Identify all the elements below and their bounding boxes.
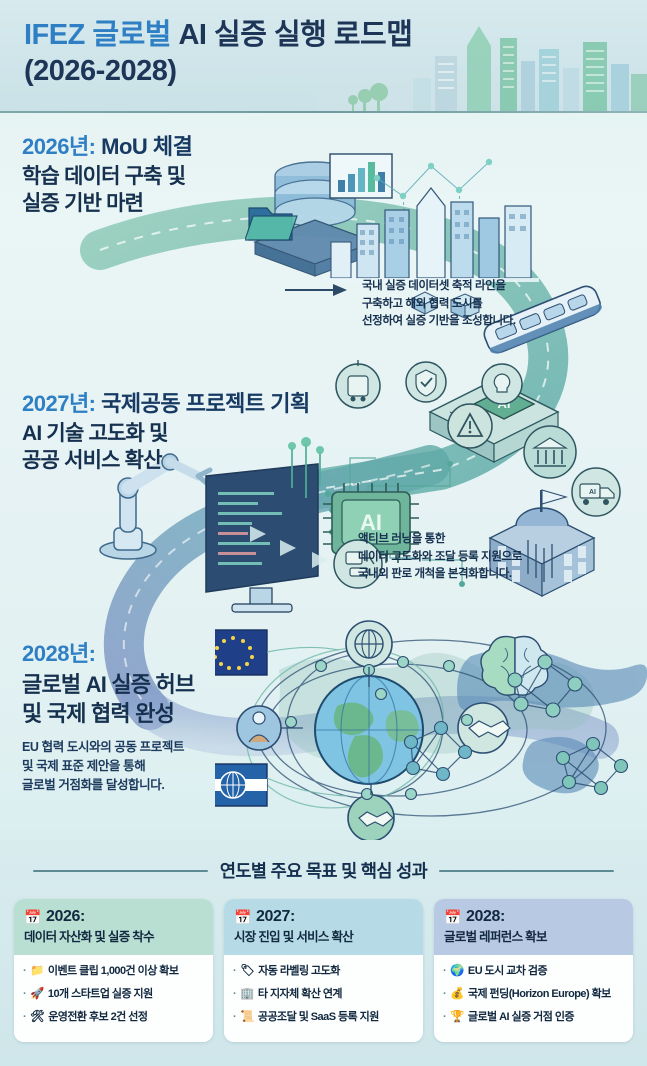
bullet-text: 국제 펀딩(Horizon Europe) 확보 <box>467 988 611 1000</box>
section-2026-year: 2026년: MoU 체결 <box>22 134 193 159</box>
card-2026-year: 2026: <box>46 908 85 925</box>
title-prefix: IFEZ 글로벌 <box>24 19 179 51</box>
bullet-dot: · <box>23 988 27 1000</box>
bullet-text: 이벤트 클립 1,000건 이상 확보 <box>47 965 179 977</box>
section-2028-subtext: EU 협력 도시와의 공동 프로젝트 및 국제 표준 제안을 통해 글로벌 거점… <box>22 740 185 792</box>
list-item: · 📁 이벤트 클립 1,000건 이상 확보 <box>23 963 205 979</box>
section-2028-year: 2028년: <box>22 641 96 666</box>
bullet-text: 글로벌 AI 실증 거점 인증 <box>467 1011 575 1023</box>
card-2026-year-row: 📅 2026: <box>24 907 203 927</box>
card-2028-year: 2028: <box>466 908 505 925</box>
svg-text:AI: AI <box>498 396 511 411</box>
card-2027-year-row: 📅 2027: <box>234 907 413 927</box>
card-2027-body: · 🏷 자동 라벨링 고도화 · 🏢 타 지자체 확산 연계 · 📜 공공조달 … <box>224 955 423 1042</box>
bullet-text: 운영전환 후보 2건 선정 <box>48 1011 148 1023</box>
bullet-dot: · <box>443 1011 447 1023</box>
rule-right <box>439 869 615 872</box>
card-2027-header: 📅 2027: 시장 진입 및 서비스 확산 <box>224 899 423 955</box>
section-2026-headline: 학습 데이터 구축 및 실증 기반 마련 <box>22 165 186 215</box>
bullet-dot: · <box>233 988 237 1000</box>
card-2027-year: 2027: <box>256 908 295 925</box>
summary-panel: 연도별 주요 목표 및 핵심 성과 📅 2026: 데이터 자산화 및 실증 착… <box>0 840 647 1066</box>
list-item: · 🏢 타 지자체 확산 연계 <box>233 986 415 1002</box>
section-2028-headline: 글로벌 AI 실증 허브 및 국제 협력 완성 <box>22 672 195 726</box>
bullet-dot: · <box>443 965 447 977</box>
card-2028-body: · 🌍 EU 도시 교차 검증 · 💰 국제 펀딩(Horizon Europe… <box>434 955 633 1042</box>
bullet-dot: · <box>23 965 27 977</box>
globe-network-world-map-icon <box>215 620 647 842</box>
section-2027-year: 2027년: 국제공동 프로젝트 기획 <box>22 391 310 416</box>
section-2027-callout: 액티브 러닝을 통한 데이터 고도화와 조달 등록 지원으로 국내외 판로 개척… <box>358 533 522 580</box>
card-2026-subtitle: 데이터 자산화 및 실증 착수 <box>24 930 155 944</box>
trophy-icon: 🏆 <box>450 1011 464 1023</box>
bullet-text: 타 지자체 확산 연계 <box>257 988 343 1000</box>
list-item: · 🏆 글로벌 AI 실증 거점 인증 <box>443 1009 625 1025</box>
list-item: · 💰 국제 펀딩(Horizon Europe) 확보 <box>443 986 625 1002</box>
bullet-dot: · <box>23 1011 27 1023</box>
list-item: · 🌍 EU 도시 교차 검증 <box>443 963 625 979</box>
summary-cards: 📅 2026: 데이터 자산화 및 실증 착수 · 📁 이벤트 클립 1,000… <box>0 883 647 1042</box>
office-building-icon: 🏢 <box>240 988 254 1000</box>
card-2026[interactable]: 📅 2026: 데이터 자산화 및 실증 착수 · 📁 이벤트 클립 1,000… <box>14 899 213 1042</box>
calendar-icon: 📅 <box>24 909 42 925</box>
bullet-text: 10개 스타트업 실증 지원 <box>47 988 153 1000</box>
calendar-icon: 📅 <box>444 909 462 925</box>
bullet-dot: · <box>443 988 447 1000</box>
database-city-train-icon <box>245 153 603 354</box>
card-2026-header: 📅 2026: 데이터 자산화 및 실증 착수 <box>14 899 213 955</box>
money-bag-icon: 💰 <box>450 988 464 1000</box>
section-2028: 2028년: 글로벌 AI 실증 허브 및 국제 협력 완성 EU 협력 도시와… <box>22 640 195 795</box>
title-mid: AI 실증 실행 로드맵 <box>178 19 413 51</box>
card-2028-year-row: 📅 2028: <box>444 907 623 927</box>
page-title: IFEZ 글로벌 AI 실증 실행 로드맵 (2026-2028) <box>24 17 413 89</box>
bullet-text: EU 도시 교차 검증 <box>467 965 548 977</box>
svg-text:AI: AI <box>589 489 596 496</box>
section-2026: 2026년: MoU 체결 학습 데이터 구축 및 실증 기반 마련 <box>22 133 193 217</box>
card-2026-body: · 📁 이벤트 클립 1,000건 이상 확보 · 🚀 10개 스타트업 실증 … <box>14 955 213 1042</box>
city-skyline-icon <box>317 26 647 111</box>
list-item: · 🛠 운영전환 후보 2건 선정 <box>23 1009 205 1025</box>
calendar-icon: 📅 <box>234 909 252 925</box>
list-item: · 🏷 자동 라벨링 고도화 <box>233 963 415 979</box>
card-2028-header: 📅 2028: 글로벌 레퍼런스 확보 <box>434 899 633 955</box>
section-2027: 2027년: 국제공동 프로젝트 기획 AI 기술 고도화 및 공공 서비스 확… <box>22 390 310 474</box>
card-2027[interactable]: 📅 2027: 시장 진입 및 서비스 확산 · 🏷 자동 라벨링 고도화 · … <box>224 899 423 1042</box>
card-2028[interactable]: 📅 2028: 글로벌 레퍼런스 확보 · 🌍 EU 도시 교차 검증 · 💰 … <box>434 899 633 1042</box>
scroll-document-icon: 📜 <box>240 1011 254 1023</box>
section-2027-headline: AI 기술 고도화 및 공공 서비스 확산 <box>22 422 168 472</box>
card-2028-subtitle: 글로벌 레퍼런스 확보 <box>444 930 547 944</box>
bullet-text: 자동 라벨링 고도화 <box>258 965 340 977</box>
label-tag-icon: 🏷 <box>240 965 255 977</box>
globe-icon: 🌍 <box>450 965 464 977</box>
header-banner: IFEZ 글로벌 AI 실증 실행 로드맵 (2026-2028) <box>0 0 647 113</box>
folder-icon: 📁 <box>30 965 44 977</box>
rule-left <box>32 869 208 872</box>
list-item: · 🚀 10개 스타트업 실증 지원 <box>23 986 205 1002</box>
card-2027-subtitle: 시장 진입 및 서비스 확산 <box>234 930 354 944</box>
summary-title: 연도별 주요 목표 및 핵심 성과 <box>219 861 428 881</box>
bullet-text: 공공조달 및 SaaS 등록 지원 <box>257 1011 379 1023</box>
list-item: · 📜 공공조달 및 SaaS 등록 지원 <box>233 1009 415 1025</box>
section-2026-callout: 국내 실증 데이터셋 축적 라인을 구축하고 해외 협력 도시를 선정하여 실증… <box>362 280 516 327</box>
summary-title-row: 연도별 주요 목표 및 핵심 성과 <box>0 840 647 883</box>
rocket-icon: 🚀 <box>30 988 44 1000</box>
title-line2: (2026-2028) <box>24 55 177 87</box>
bullet-dot: · <box>233 1011 237 1023</box>
bullet-dot: · <box>233 965 237 977</box>
tools-icon: 🛠 <box>30 1011 45 1023</box>
